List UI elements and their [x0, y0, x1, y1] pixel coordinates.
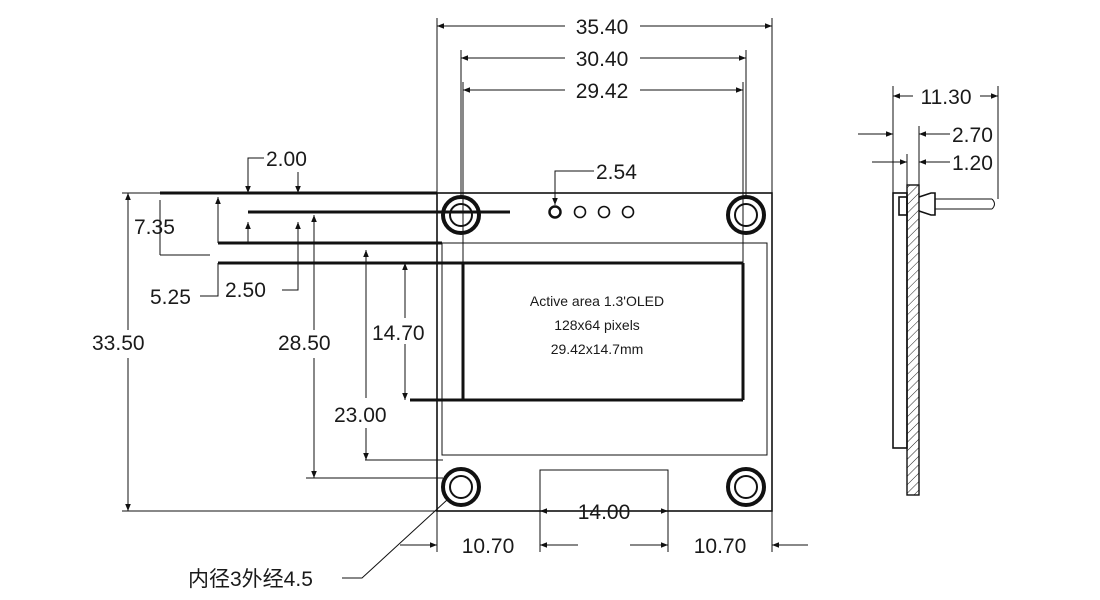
dimension-connector-width: 14.00: [540, 501, 668, 524]
dim-right-edge-label: 10.70: [694, 535, 747, 558]
dimension-top-offset: 2.00: [245, 148, 307, 193]
active-area: Active area 1.3'OLED 128x64 pixels 29.42…: [410, 261, 745, 402]
dim-hole-spacing-label: 30.40: [576, 48, 629, 71]
dim-top-offset-label: 2.00: [266, 148, 307, 171]
dimension-2-50: 2.50: [225, 222, 301, 302]
dim-active-width-label: 29.42: [576, 80, 629, 103]
dim-2-50-label: 2.50: [225, 279, 266, 302]
pcb-outline: [436, 192, 773, 512]
dimension-hole-v-spacing: 23.00: [334, 250, 387, 460]
dim-5-25-label: 5.25: [150, 286, 191, 309]
dim-7-35-label: 7.35: [134, 216, 175, 239]
dimension-right-edge: 10.70: [630, 511, 808, 558]
active-area-line1: Active area 1.3'OLED: [530, 293, 664, 309]
active-area-line2: 128x64 pixels: [554, 317, 640, 333]
dimension-extension-lines: [122, 115, 510, 512]
dimension-pin-pitch: 2.54: [552, 161, 637, 205]
dimension-thickness-b: 1.20: [872, 152, 993, 185]
dimension-total-height: 33.50: [92, 193, 145, 511]
dimension-hole-spacing: 30.40: [460, 48, 747, 197]
dim-pin-pitch-label: 2.54: [596, 161, 637, 184]
dim-left-edge-label: 10.70: [462, 535, 515, 558]
side-view: [892, 184, 995, 496]
active-area-line3: 29.42x14.7mm: [551, 341, 644, 357]
dim-total-height-label: 33.50: [92, 332, 145, 355]
dim-total-width-label: 35.40: [576, 16, 629, 39]
dim-thickness-a-label: 2.70: [952, 124, 993, 147]
dimension-total-width: 35.40: [436, 16, 773, 193]
dim-hole-v-spacing-label: 23.00: [334, 404, 387, 427]
dim-28-50-label: 28.50: [278, 332, 331, 355]
dimension-28-50: 28.50: [278, 215, 331, 478]
dimension-active-height: 14.70: [372, 263, 425, 400]
hole-note: 内径3外经4.5: [188, 499, 448, 591]
dim-connector-width-label: 14.00: [578, 501, 631, 524]
dim-thickness-b-label: 1.20: [952, 152, 993, 175]
dimension-active-width: 29.42: [462, 80, 744, 263]
dim-active-height-label: 14.70: [372, 322, 425, 345]
hole-note-label: 内径3外经4.5: [188, 568, 313, 591]
dimension-thickness-a: 2.70: [858, 124, 993, 185]
dimension-left-edge: 10.70: [400, 511, 578, 558]
pin-header: [548, 205, 635, 219]
bottom-connector: [539, 469, 669, 511]
dim-side-depth-label: 11.30: [921, 86, 972, 109]
dimension-side-depth: 11.30: [892, 86, 999, 199]
dimension-7-35: 7.35: [134, 200, 210, 256]
dimension-5-25: 5.25: [150, 197, 221, 309]
